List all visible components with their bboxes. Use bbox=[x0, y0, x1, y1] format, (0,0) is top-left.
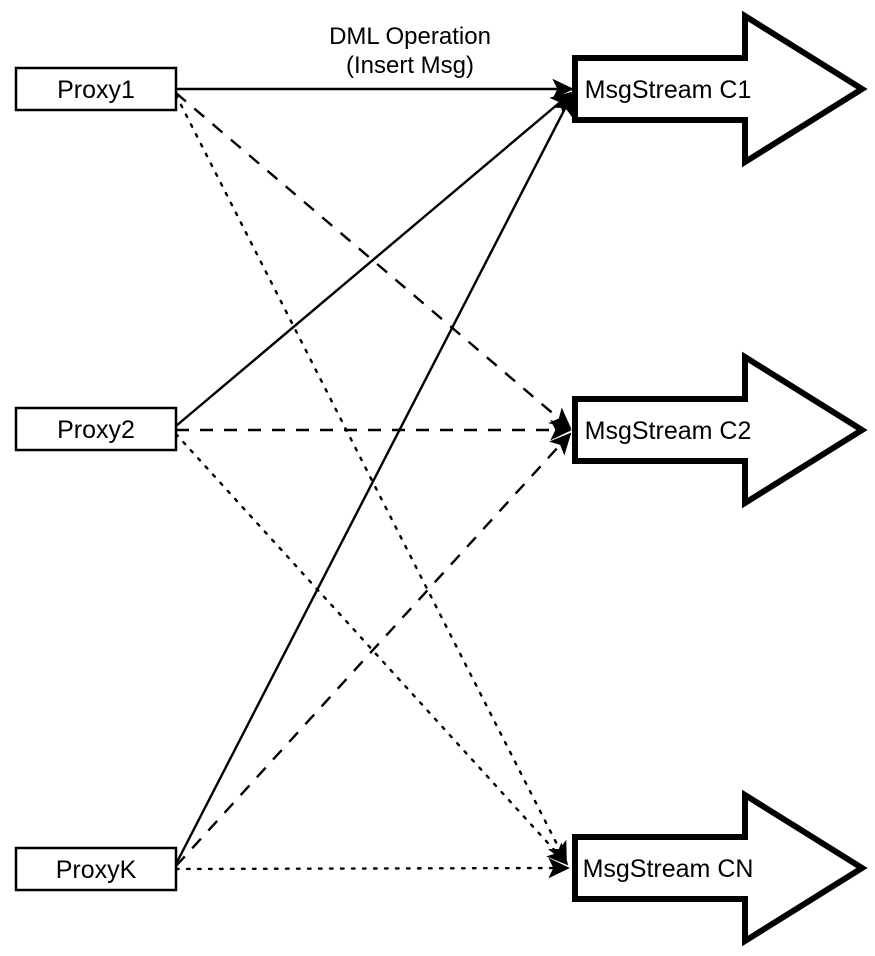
proxy-box-rect bbox=[14, 66, 178, 112]
proxy-box-rect bbox=[14, 846, 178, 892]
stream-layer: MsgStream C1 MsgStream C2 MsgStream CN bbox=[572, 10, 868, 947]
edge-layer bbox=[174, 78, 574, 879]
proxy-label-k: ProxyK bbox=[56, 856, 137, 884]
stream-node-c2[interactable]: MsgStream C2 bbox=[572, 351, 868, 509]
proxy-layer: Proxy1 Proxy2 ProxyK bbox=[14, 66, 178, 892]
edge-caption-line-1: DML Operation bbox=[329, 23, 491, 50]
edge-proxyk-to-stream-cn bbox=[174, 857, 570, 879]
stream-arrow-shape bbox=[572, 10, 868, 168]
proxy-node-1[interactable]: Proxy1 bbox=[14, 66, 178, 112]
stream-label-cn: MsgStream CN bbox=[583, 855, 754, 883]
edge-proxy2-to-stream-cn bbox=[174, 432, 569, 866]
stream-label-c1: MsgStream C1 bbox=[585, 76, 752, 104]
proxy-node-2[interactable]: Proxy2 bbox=[14, 406, 178, 452]
stream-arrow-shape bbox=[572, 351, 868, 509]
edge-proxy2-to-stream-c1 bbox=[175, 91, 573, 427]
edge-proxy1-to-stream-cn bbox=[174, 93, 568, 864]
edge-proxyk-to-stream-c1 bbox=[174, 93, 574, 865]
stream-node-cn[interactable]: MsgStream CN bbox=[572, 789, 868, 947]
proxy-box-rect bbox=[14, 406, 178, 452]
edge-caption-line-2: (Insert Msg) bbox=[346, 52, 474, 79]
stream-label-c2: MsgStream C2 bbox=[585, 417, 752, 445]
proxy-label-1: Proxy1 bbox=[57, 76, 135, 104]
stream-node-c1[interactable]: MsgStream C1 bbox=[572, 10, 868, 168]
proxy-label-2: Proxy2 bbox=[57, 416, 135, 444]
edge-proxyk-to-stream-c2 bbox=[175, 432, 572, 867]
proxy-node-k[interactable]: ProxyK bbox=[14, 846, 178, 892]
edge-caption: DML Operation (Insert Msg) bbox=[329, 23, 491, 79]
stream-arrow-shape bbox=[572, 789, 868, 947]
